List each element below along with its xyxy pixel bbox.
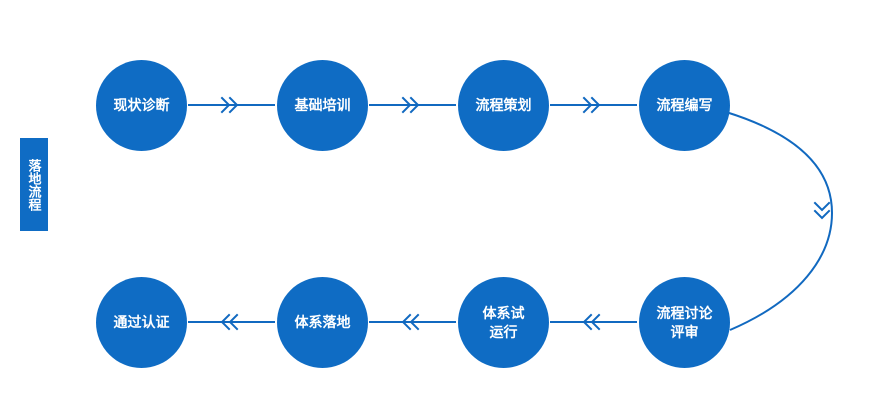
process-node-certification-passed[interactable]: 通过认证 [96, 277, 187, 368]
process-node-label: 流程讨论 评审 [656, 304, 713, 340]
process-node-label: 通过认证 [113, 314, 170, 330]
connector-node1-node2 [188, 96, 275, 114]
connector-node5-node6 [550, 313, 637, 331]
process-node-basic-training[interactable]: 基础培训 [277, 60, 368, 151]
double-chevron-left-icon [401, 313, 420, 331]
process-node-label: 体系落地 [294, 314, 351, 330]
double-chevron-right-icon [401, 96, 420, 114]
diagram-title-badge: 落地流程 [20, 138, 48, 231]
process-node-process-planning[interactable]: 流程策划 [458, 60, 549, 151]
process-node-system-trial-run[interactable]: 体系试 运行 [458, 277, 549, 368]
diagram-title-text: 落地流程 [26, 158, 42, 211]
process-node-label: 流程编写 [656, 97, 713, 113]
process-node-process-writing[interactable]: 流程编写 [639, 60, 730, 151]
double-chevron-left-icon [582, 313, 601, 331]
connector-node3-node4 [550, 96, 637, 114]
double-chevron-down-icon [813, 201, 831, 220]
process-node-label: 现状诊断 [113, 97, 170, 113]
double-chevron-left-icon [220, 313, 239, 331]
process-node-label: 体系试 运行 [482, 304, 525, 340]
process-node-system-implementation[interactable]: 体系落地 [277, 277, 368, 368]
connector-node4-node5-curve [725, 111, 834, 331]
process-node-process-review[interactable]: 流程讨论 评审 [639, 277, 730, 368]
process-node-current-state-diagnosis[interactable]: 现状诊断 [96, 60, 187, 151]
connector-node2-node3 [369, 96, 456, 114]
double-chevron-right-icon [582, 96, 601, 114]
connector-node6-node7 [369, 313, 456, 331]
process-node-label: 基础培训 [294, 97, 351, 113]
process-node-label: 流程策划 [475, 97, 532, 113]
connector-node7-node8 [188, 313, 275, 331]
double-chevron-right-icon [220, 96, 239, 114]
